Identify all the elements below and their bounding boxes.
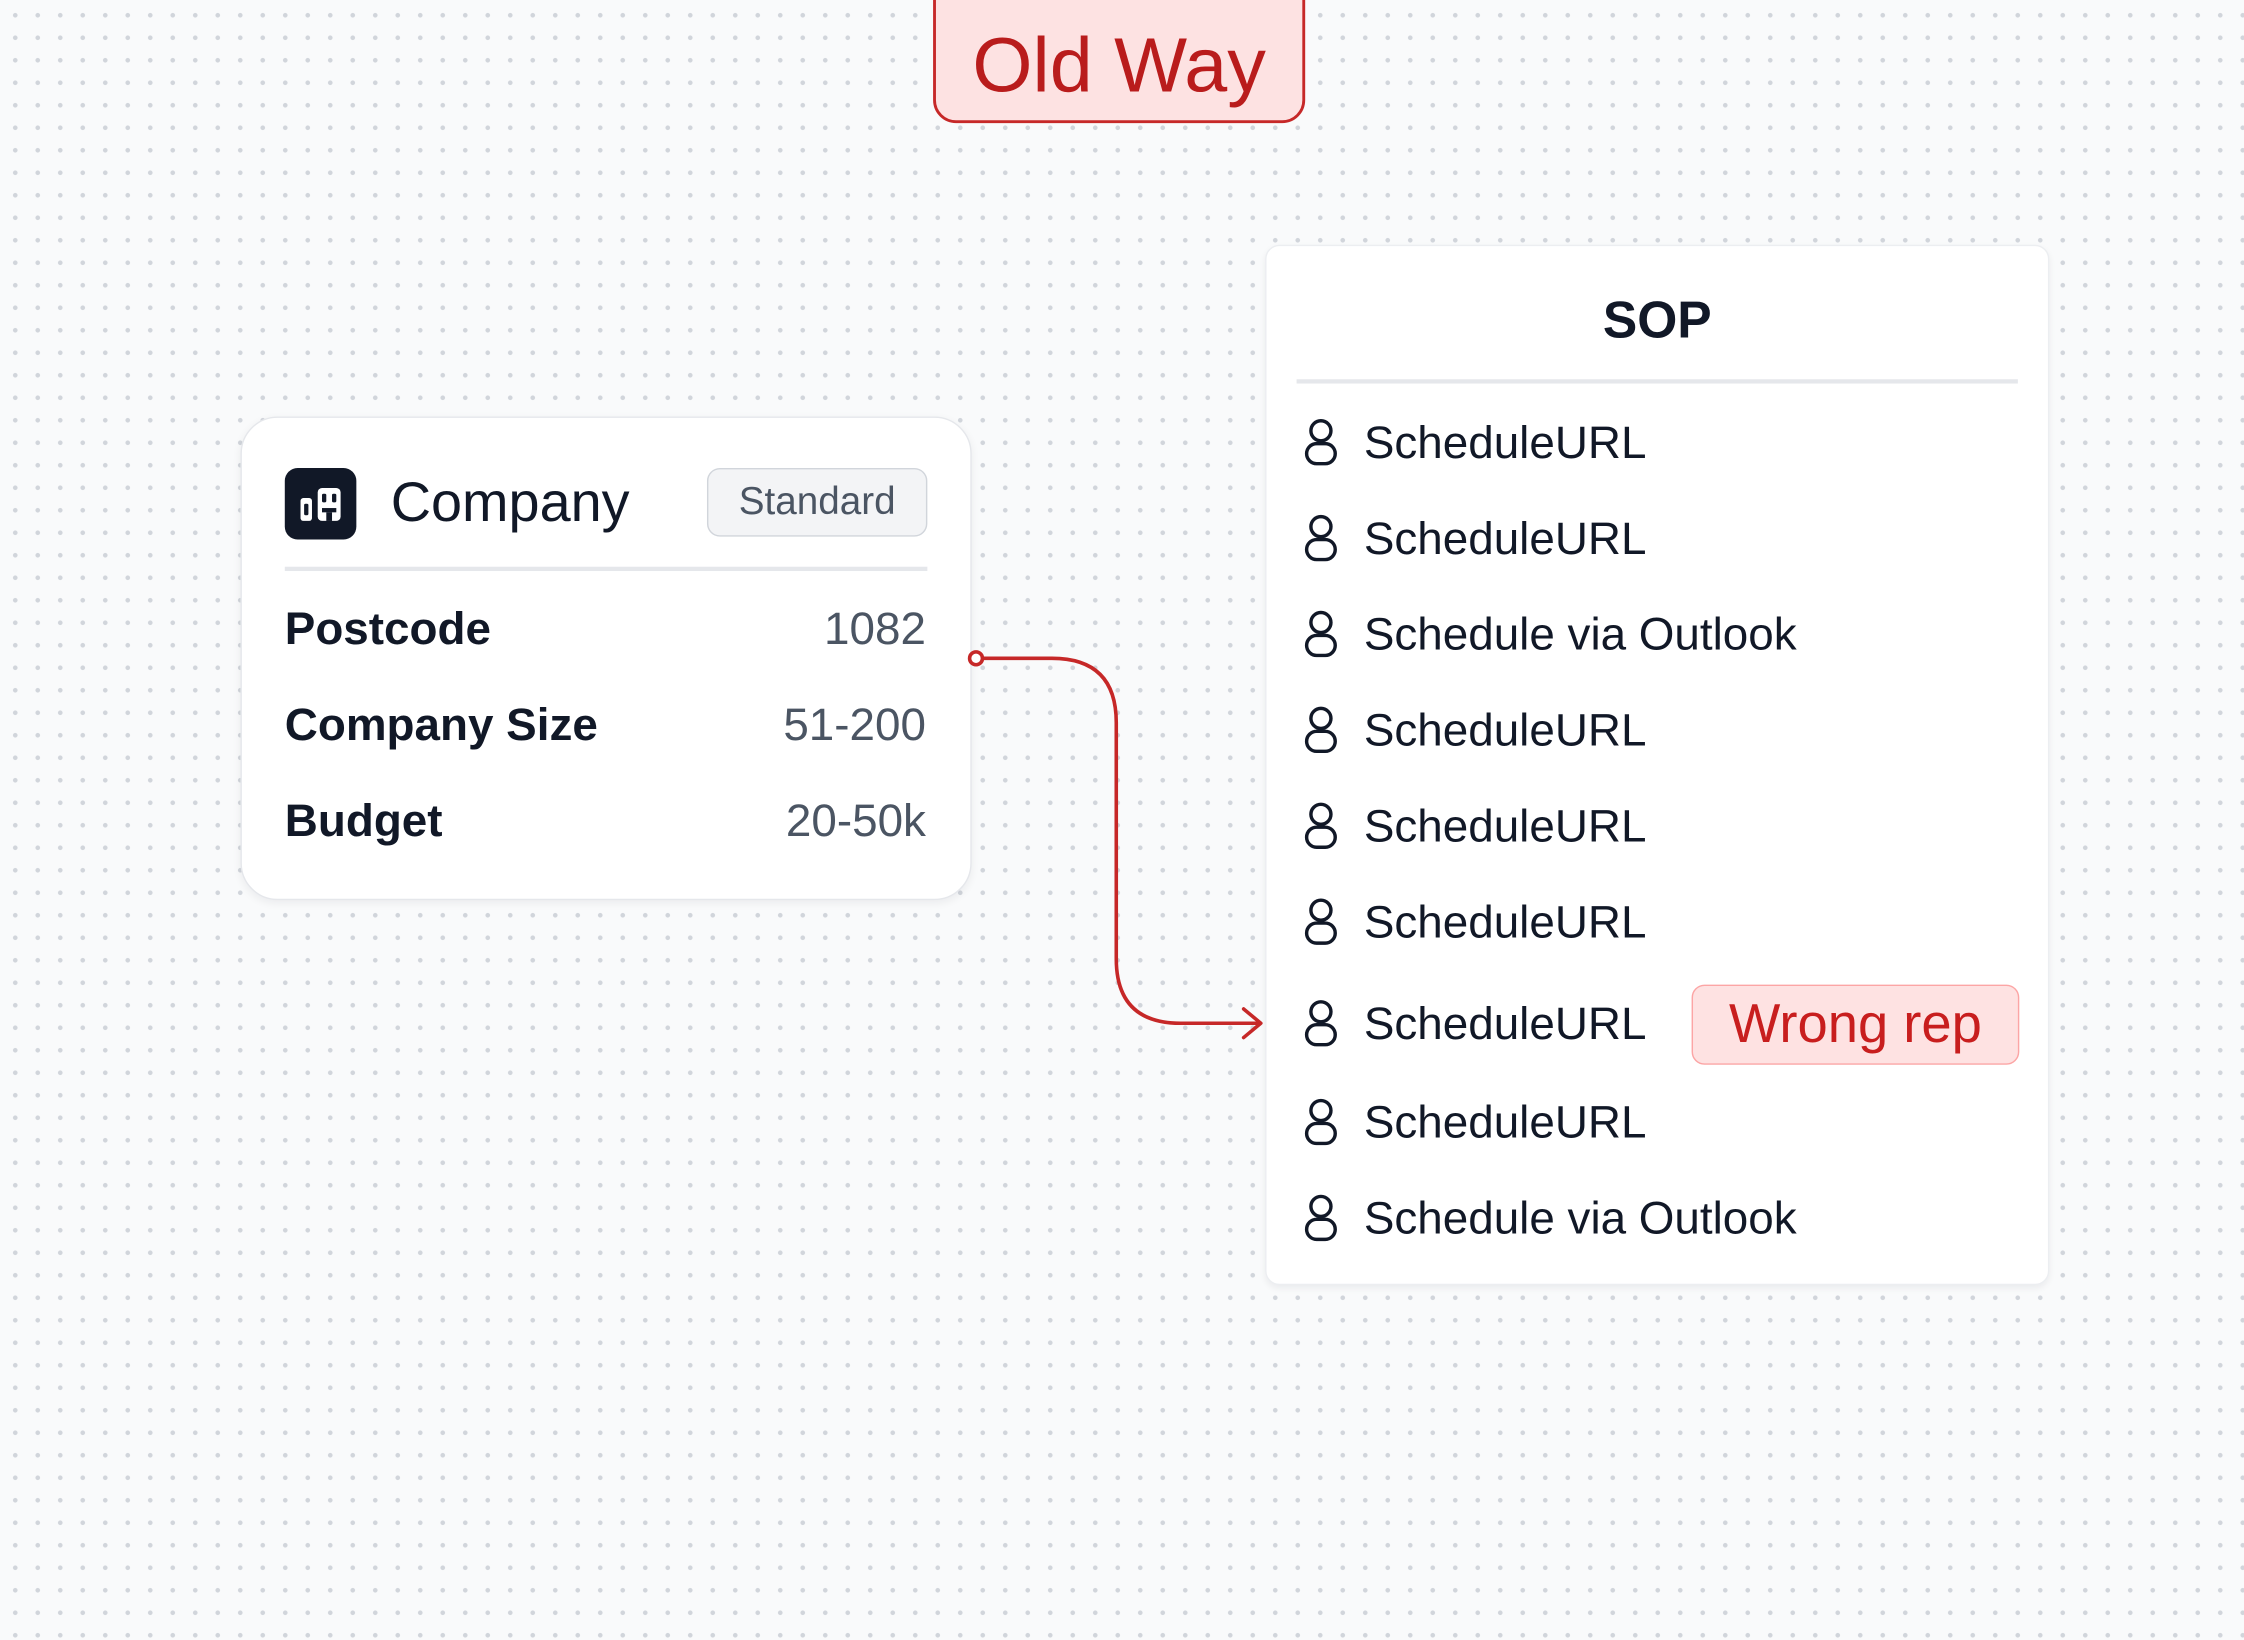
field-company-size: Company Size 51-200 <box>285 693 926 756</box>
wrong-rep-tag: Wrong rep <box>1691 984 2020 1065</box>
person-icon <box>1304 1000 1337 1047</box>
tier-badge: Standard <box>706 467 928 537</box>
divider <box>1296 379 2018 384</box>
field-label: Postcode <box>284 602 491 655</box>
building-icon <box>284 467 357 540</box>
person-icon <box>1304 610 1337 658</box>
sop-item-label: ScheduleURL <box>1363 416 1647 468</box>
sop-item-label: ScheduleURL <box>1363 1096 1647 1148</box>
company-card-header: Company Standard <box>284 467 928 572</box>
connector-port[interactable] <box>967 650 985 667</box>
company-card-title: Company <box>390 472 630 534</box>
field-label: Company Size <box>284 698 598 750</box>
sop-item-label: ScheduleURL <box>1363 997 1647 1050</box>
field-label: Budget <box>284 794 443 846</box>
company-card[interactable]: Company Standard Postcode 1082 Company S… <box>240 416 972 901</box>
person-icon <box>1304 1194 1337 1242</box>
sop-item-label: ScheduleURL <box>1363 512 1647 564</box>
sop-card[interactable]: SOP ScheduleURL ScheduleURL Schedule via… <box>1265 244 2050 1286</box>
field-value: 20-50k <box>785 794 926 846</box>
section-title: Old Way <box>933 0 1306 124</box>
sop-card-title: SOP <box>1602 290 1712 350</box>
field-value: 1082 <box>824 602 926 655</box>
field-value: 51-200 <box>783 698 926 750</box>
arrowhead-icon <box>1241 1007 1263 1040</box>
person-icon <box>1304 802 1337 849</box>
sop-item-label: ScheduleURL <box>1363 704 1647 756</box>
sop-item-label: Schedule via Outlook <box>1363 608 1797 660</box>
field-budget: Budget 20-50k <box>285 789 926 852</box>
person-icon <box>1304 706 1337 754</box>
person-icon <box>1304 1098 1337 1146</box>
field-postcode: Postcode 1082 <box>285 597 926 660</box>
sop-item-label: ScheduleURL <box>1363 895 1647 948</box>
person-icon <box>1304 419 1337 466</box>
person-icon <box>1304 898 1337 945</box>
sop-item-label: ScheduleURL <box>1363 799 1647 852</box>
person-icon <box>1304 514 1337 562</box>
sop-item-label: Schedule via Outlook <box>1363 1192 1797 1244</box>
